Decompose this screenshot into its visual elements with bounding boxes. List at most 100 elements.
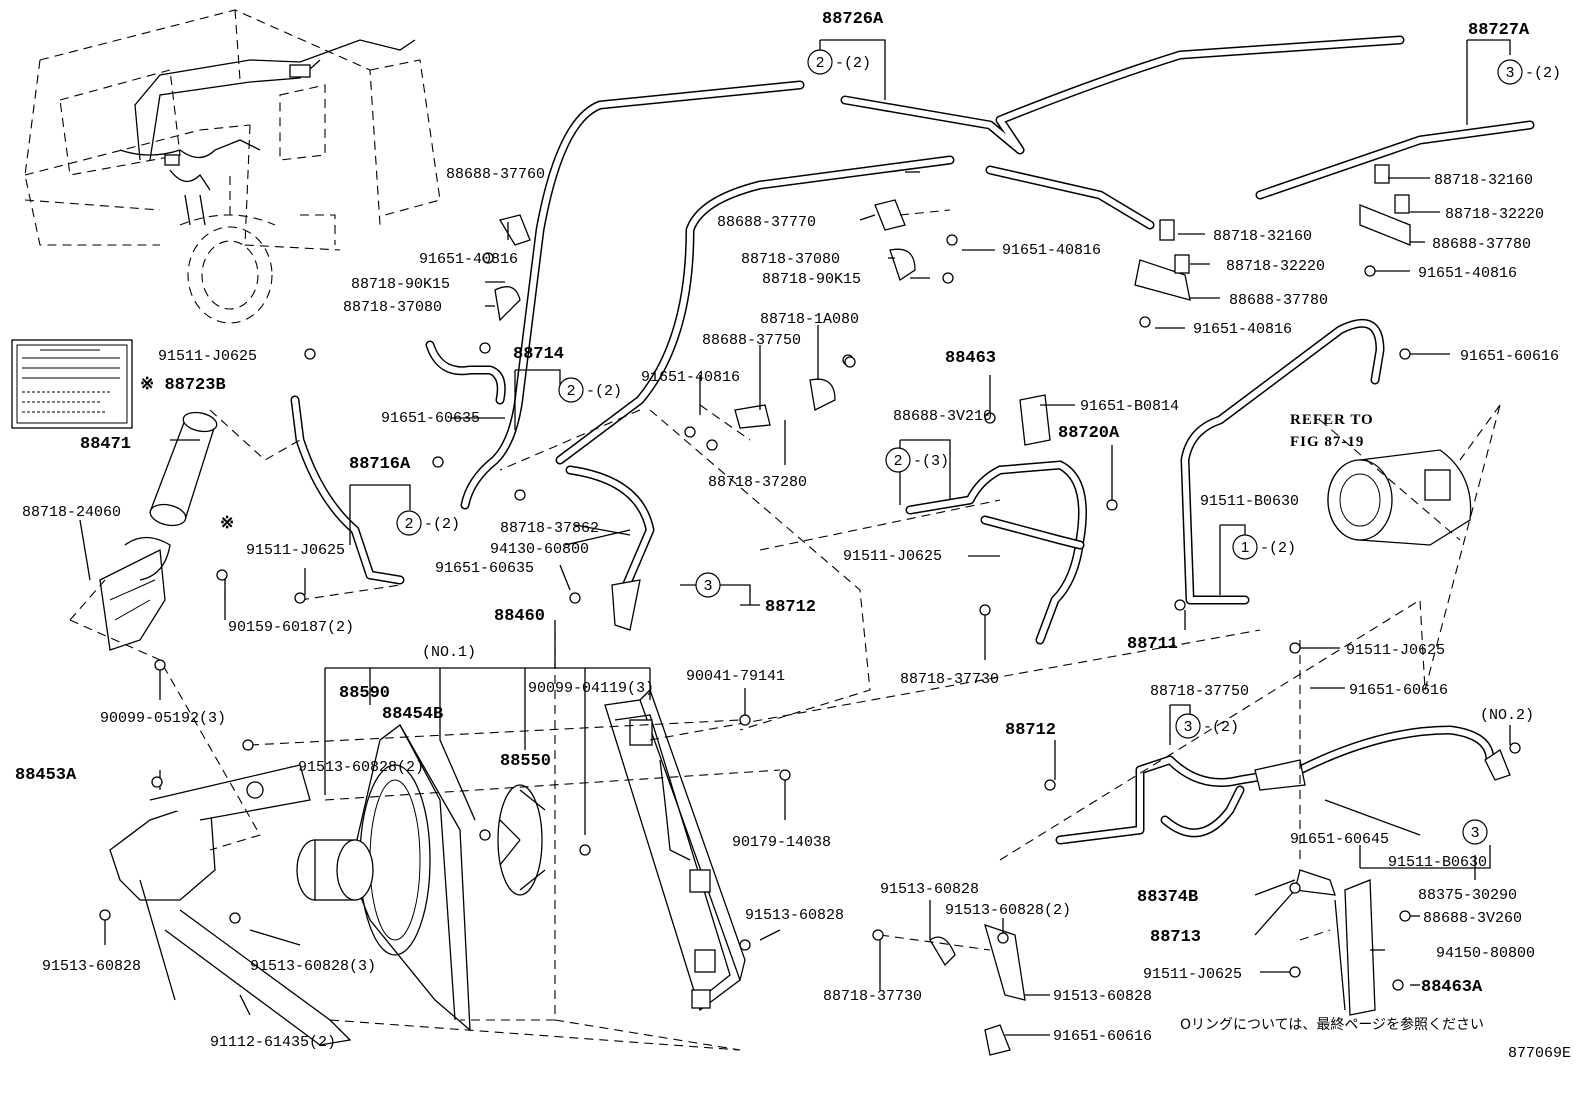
o-ring-number: 2 xyxy=(894,452,902,469)
part-number-labels: 88726A88727A88688-3776091651-4081688718-… xyxy=(15,10,1559,1051)
o-ring-callout: 1 -(2) xyxy=(1232,534,1296,560)
o-ring-number: 3 xyxy=(704,577,712,594)
part-label: (NO.2) xyxy=(1480,707,1534,724)
part-label: 88718-37750 xyxy=(1150,683,1249,700)
part-label: 88718-32160 xyxy=(1213,228,1312,245)
part-label: 91511-J0625 xyxy=(1346,642,1445,659)
part-label: 91651-60616 xyxy=(1053,1028,1152,1045)
part-label: 91651-60616 xyxy=(1460,348,1559,365)
compressor xyxy=(1319,404,1501,546)
part-label: 88688-37770 xyxy=(717,214,816,231)
o-ring-qty: -(2) xyxy=(424,516,460,533)
part-label: 88718-24060 xyxy=(22,504,121,521)
o-ring-qty: -(2) xyxy=(835,55,871,72)
part-label: 90159-60187(2) xyxy=(228,619,354,636)
part-label: 91513-60828 xyxy=(880,881,979,898)
o-ring-number: 3 xyxy=(1506,64,1514,81)
part-label: 91513-60828(2) xyxy=(298,759,424,776)
part-label: 88726A xyxy=(822,10,884,29)
o-ring-number: 3 xyxy=(1471,824,1479,841)
part-label: 91651-40816 xyxy=(1002,242,1101,259)
refrigerant-pipes xyxy=(290,35,1535,845)
o-ring-circle xyxy=(396,510,422,536)
o-ring-callout: 3 xyxy=(1462,819,1488,845)
part-label: 88460 xyxy=(494,607,545,626)
part-label: 88718-37730 xyxy=(823,988,922,1005)
part-label: 91651-40816 xyxy=(1193,321,1292,338)
o-ring-callout: 2 -(3) xyxy=(885,447,949,473)
part-label: 88718-37080 xyxy=(741,251,840,268)
part-label: 88718-1A080 xyxy=(760,311,859,328)
part-label: (NO.1) xyxy=(422,644,476,661)
fan-shroud-88454b xyxy=(349,724,471,1032)
part-label: 91513-60828(2) xyxy=(945,902,1071,919)
o-ring-circle xyxy=(558,377,584,403)
condenser-88460 xyxy=(604,688,746,1012)
part-label: 88463 xyxy=(945,349,996,368)
part-label: 88727A xyxy=(1468,21,1530,40)
o-ring-circle xyxy=(695,572,721,598)
part-label: 88714 xyxy=(513,345,564,364)
part-label: 88375-30290 xyxy=(1418,887,1517,904)
part-label: 88718-90K15 xyxy=(351,276,450,293)
part-label: 91651-60635 xyxy=(435,560,534,577)
part-label: 91651-40816 xyxy=(1418,265,1517,282)
o-ring-circle xyxy=(1175,713,1201,739)
part-label: 88471 xyxy=(80,435,131,454)
part-label: 91112-61435(2) xyxy=(210,1034,336,1051)
part-label: 88550 xyxy=(500,752,551,771)
bolts xyxy=(99,234,1521,991)
o-ring-circle xyxy=(885,447,911,473)
o-ring-callout: 3 xyxy=(695,572,721,598)
clamps xyxy=(494,164,1511,967)
part-label: 91651-40816 xyxy=(419,251,518,268)
part-label: 91513-60828 xyxy=(1053,988,1152,1005)
o-ring-callout: 3-(2) xyxy=(1175,713,1239,739)
part-label: 90041-79141 xyxy=(686,668,785,685)
part-label: 88720A xyxy=(1058,424,1120,443)
part-label: 91513-60828(3) xyxy=(250,958,376,975)
fan-clutch-88550 xyxy=(296,839,374,901)
part-label: 91511-B0630 xyxy=(1388,854,1487,871)
refer-to-line2: FIG 87-19 xyxy=(1290,434,1364,450)
part-label: 91511-J0625 xyxy=(843,548,942,565)
o-ring-callout: 3 -(2) xyxy=(1497,59,1561,85)
part-label: 88374B xyxy=(1137,888,1198,907)
part-label: 88688-37780 xyxy=(1432,236,1531,253)
part-label: 88688-37780 xyxy=(1229,292,1328,309)
receiver-drier-88471 xyxy=(99,411,218,651)
o-ring-circle xyxy=(1462,819,1488,845)
bracket-88688-3v272 xyxy=(984,923,1026,1056)
o-ring-callout: 2-(2) xyxy=(558,377,622,403)
part-label: 91651-40816 xyxy=(641,369,740,386)
caution-label-88723b xyxy=(11,339,133,429)
asterisk-mark: ※ xyxy=(220,515,234,534)
o-ring-number: 2 xyxy=(405,515,413,532)
o-ring-number: 2 xyxy=(816,54,824,71)
part-label: 88718-37280 xyxy=(708,474,807,491)
o-ring-number: 2 xyxy=(567,382,575,399)
part-label: 91513-60828 xyxy=(42,958,141,975)
part-label: 94130-60800 xyxy=(490,541,589,558)
o-ring-qty: -(2) xyxy=(1260,540,1296,557)
o-ring-qty: -(3) xyxy=(913,453,949,470)
part-label: 88718-37862 xyxy=(500,520,599,537)
part-label: 90099-05192(3) xyxy=(100,710,226,727)
o-ring-number: 1 xyxy=(1241,539,1249,556)
part-label: 88716A xyxy=(349,455,411,474)
vehicle-illustration xyxy=(24,9,441,324)
part-label: 88712 xyxy=(1005,721,1056,740)
part-label: 94150-80800 xyxy=(1436,945,1535,962)
part-label: 88713 xyxy=(1150,928,1201,947)
o-ring-callouts: 2-(2)3-(2)2-(2)2-(2)32-(3)1-(2)3-(2)3 xyxy=(396,49,1561,845)
o-ring-qty: -(2) xyxy=(1525,65,1561,82)
part-label: 91651-60616 xyxy=(1349,682,1448,699)
part-label: 88718-32220 xyxy=(1226,258,1325,275)
part-label: 88718-32220 xyxy=(1445,206,1544,223)
part-label: 88463A xyxy=(1421,978,1483,997)
part-label: 91511-J0625 xyxy=(158,348,257,365)
cooling-fan-88453a xyxy=(497,784,546,896)
part-label: 88454B xyxy=(382,705,443,724)
part-label: 88688-3V260 xyxy=(1423,910,1522,927)
part-label: 91651-60645 xyxy=(1290,831,1389,848)
